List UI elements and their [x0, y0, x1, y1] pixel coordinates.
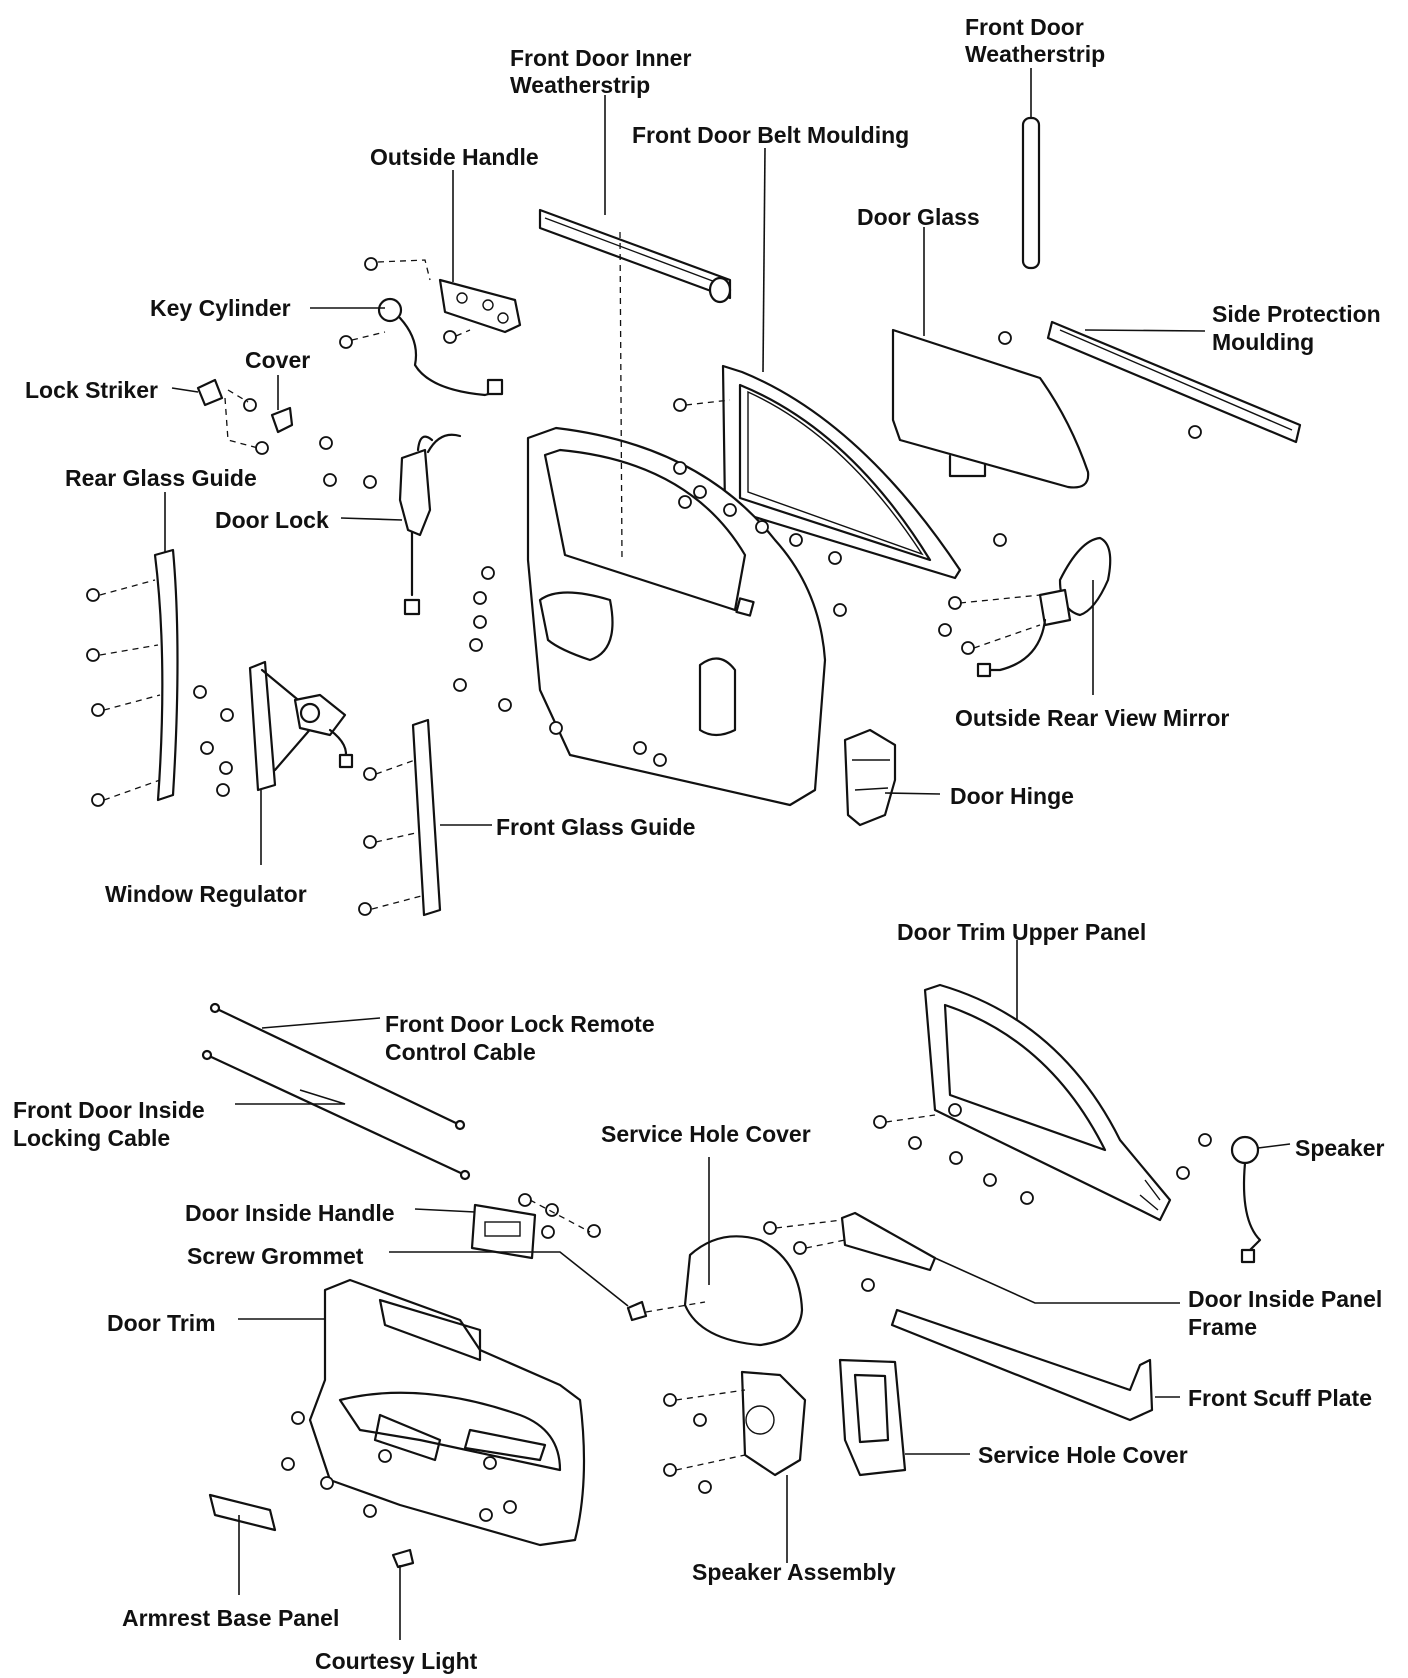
label-outside-rear-view-mirror: Outside Rear View Mirror	[955, 705, 1229, 731]
label-speaker-assembly: Speaker Assembly	[692, 1559, 896, 1585]
label-front-door-inner-weatherstrip-line1: Front Door Inner	[510, 45, 691, 71]
label-front-door-inside-locking-cable-line2: Locking Cable	[13, 1125, 170, 1151]
label-door-lock: Door Lock	[215, 507, 329, 533]
assembly-dash-lines	[99, 231, 1041, 1471]
label-cover: Cover	[245, 347, 310, 373]
label-outside-handle: Outside Handle	[370, 144, 539, 170]
cover	[270, 406, 294, 434]
service-hole-cover-lower-part	[838, 1358, 907, 1477]
label-door-inside-panel-frame-line1: Door Inside Panel	[1188, 1286, 1382, 1312]
label-front-door-lock-remote-control-cable-line1: Front Door Lock Remote	[385, 1011, 655, 1037]
label-lock-striker: Lock Striker	[25, 377, 158, 403]
front-scuff-plate	[890, 1308, 1154, 1422]
label-front-scuff-plate: Front Scuff Plate	[1188, 1385, 1372, 1411]
label-key-cylinder: Key Cylinder	[150, 295, 291, 321]
label-armrest-base-panel: Armrest Base Panel	[122, 1605, 339, 1631]
fastener-bolts	[86, 257, 1212, 1522]
label-front-door-weatherstrip-line2: Weatherstrip	[965, 41, 1105, 67]
speaker-assembly-part	[740, 1370, 807, 1477]
door-hinge	[843, 728, 897, 827]
rear-glass-guide	[153, 548, 179, 802]
courtesy-light	[391, 1548, 415, 1569]
front-door-inside-locking-cable	[201, 1049, 471, 1181]
label-front-door-lock-remote-control-cable-line2: Control Cable	[385, 1039, 536, 1065]
side-protection-moulding	[1046, 320, 1302, 444]
leader-lines	[164, 68, 1291, 1640]
label-speaker: Speaker	[1295, 1135, 1385, 1161]
door-inside-panel-frame	[840, 1211, 937, 1272]
label-door-inside-panel-frame-line2: Frame	[1188, 1314, 1257, 1340]
screw-grommet	[626, 1300, 648, 1322]
label-courtesy-light: Courtesy Light	[315, 1648, 478, 1674]
label-door-inside-handle: Door Inside Handle	[185, 1200, 395, 1226]
lock-striker	[196, 378, 224, 407]
label-front-door-inner-weatherstrip-line2: Weatherstrip	[510, 72, 650, 98]
door-inner-panel	[526, 426, 827, 807]
door-trim-upper-panel	[923, 983, 1172, 1222]
service-hole-cover-upper-part	[683, 1235, 804, 1347]
front-door-weatherstrip	[1021, 116, 1041, 270]
door-lock	[398, 433, 462, 616]
outside-handle	[438, 278, 522, 334]
front-glass-guide	[411, 718, 442, 917]
label-service-hole-cover-upper: Service Hole Cover	[601, 1121, 811, 1147]
label-door-hinge: Door Hinge	[950, 783, 1074, 809]
front-door-belt-moulding	[721, 364, 962, 580]
label-front-door-belt-moulding: Front Door Belt Moulding	[632, 122, 909, 148]
label-door-trim: Door Trim	[107, 1310, 216, 1336]
label-window-regulator: Window Regulator	[105, 881, 307, 907]
label-front-door-inside-locking-cable-line1: Front Door Inside	[13, 1097, 205, 1123]
label-side-protection-moulding-line1: Side Protection	[1212, 301, 1381, 327]
front-door-lock-remote-control-cable	[209, 1002, 466, 1131]
label-door-trim-upper-panel: Door Trim Upper Panel	[897, 919, 1146, 945]
armrest-base-panel	[208, 1493, 277, 1532]
outside-rear-view-mirror	[976, 536, 1112, 678]
label-screw-grommet: Screw Grommet	[187, 1243, 364, 1269]
key-cylinder	[377, 297, 504, 397]
door-inside-handle	[470, 1203, 537, 1260]
label-rear-glass-guide: Rear Glass Guide	[65, 465, 257, 491]
label-front-door-weatherstrip-line1: Front Door	[965, 14, 1084, 40]
window-regulator	[248, 660, 354, 792]
door-glass	[891, 328, 1090, 489]
door-trim	[308, 1278, 586, 1547]
label-service-hole-cover-lower: Service Hole Cover	[978, 1442, 1188, 1468]
label-front-glass-guide: Front Glass Guide	[496, 814, 695, 840]
front-door-inner-weatherstrip	[538, 208, 732, 304]
label-side-protection-moulding-line2: Moulding	[1212, 329, 1314, 355]
label-door-glass: Door Glass	[857, 204, 980, 230]
speaker	[1230, 1135, 1262, 1264]
